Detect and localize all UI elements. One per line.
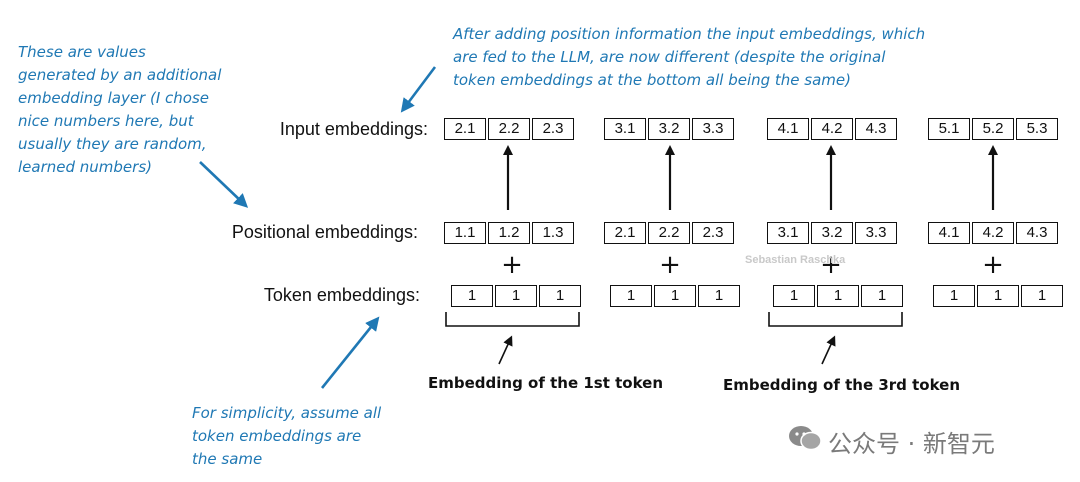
input-cell: 2.3 — [532, 118, 574, 140]
input-cell: 3.3 — [692, 118, 734, 140]
input-cell: 3.2 — [648, 118, 690, 140]
row-label-positional: Positional embeddings: — [231, 222, 418, 242]
input-cell: 4.2 — [811, 118, 853, 140]
positional-cell: 3.2 — [811, 222, 853, 244]
input-cell: 2.2 — [488, 118, 530, 140]
plus-sign: + — [501, 250, 523, 280]
plus-sign: + — [982, 250, 1004, 280]
note-line: These are values — [18, 43, 146, 61]
wechat-icon — [789, 426, 822, 451]
positional-cell: 1.1 — [444, 222, 486, 244]
positional-cell: 3.3 — [855, 222, 897, 244]
plus-sign: + — [820, 250, 842, 280]
note-line: generated by an additional — [18, 66, 222, 84]
author-watermark: Sebastian Raschka — [745, 254, 846, 266]
note-left: These are values generated by an additio… — [18, 41, 221, 179]
note-line: token embeddings are — [192, 427, 362, 445]
input-cell: 4.1 — [767, 118, 809, 140]
input-cell: 3.1 — [604, 118, 646, 140]
token-cell: 1 — [495, 285, 537, 307]
note-line: After adding position information the in… — [453, 25, 926, 43]
note-line: the same — [192, 450, 263, 468]
note-line: usually they are random, — [18, 135, 207, 153]
positional-cell: 3.1 — [767, 222, 809, 244]
caption-arrow-third — [821, 335, 836, 365]
input-cell: 5.2 — [972, 118, 1014, 140]
positional-cell: 1.2 — [488, 222, 530, 244]
token-cell: 1 — [977, 285, 1019, 307]
input-cell: 5.3 — [1016, 118, 1058, 140]
token-cell: 1 — [698, 285, 740, 307]
note-top-right: After adding position information the in… — [453, 23, 925, 92]
note-line: embedding layer (I chose — [18, 89, 210, 107]
token-cell: 1 — [451, 285, 493, 307]
annotation-arrow-top — [400, 66, 437, 113]
note-line: For simplicity, assume all — [192, 404, 382, 422]
positional-cell: 2.3 — [692, 222, 734, 244]
positional-cell: 4.1 — [928, 222, 970, 244]
note-bottom-left: For simplicity, assume all token embeddi… — [192, 402, 381, 471]
note-line: are fed to the LLM, are now different (d… — [453, 48, 886, 66]
note-line: token embeddings at the bottom all being… — [453, 71, 851, 89]
token-cell: 1 — [539, 285, 581, 307]
annotation-arrow-bottom — [320, 316, 380, 389]
positional-cell: 2.2 — [648, 222, 690, 244]
token-cell: 1 — [773, 285, 815, 307]
token-cell: 1 — [610, 285, 652, 307]
positional-cell: 4.2 — [972, 222, 1014, 244]
token-cell: 1 — [1021, 285, 1063, 307]
bracket-first-token — [445, 312, 580, 327]
row-label-input: Input embeddings: — [279, 119, 428, 139]
note-line: nice numbers here, but — [18, 112, 194, 130]
token-cell: 1 — [861, 285, 903, 307]
plus-sign: + — [659, 250, 681, 280]
token-cell: 1 — [933, 285, 975, 307]
input-cell: 5.1 — [928, 118, 970, 140]
token-cell: 1 — [654, 285, 696, 307]
account-watermark: 公众号 · 新智元 — [828, 430, 995, 458]
bracket-third-token — [768, 312, 903, 327]
caption-third-token: Embedding of the 3rd token — [723, 376, 961, 394]
positional-cell: 1.3 — [532, 222, 574, 244]
input-cell: 4.3 — [855, 118, 897, 140]
row-label-token: Token embeddings: — [263, 285, 420, 305]
input-cell: 2.1 — [444, 118, 486, 140]
positional-cell: 4.3 — [1016, 222, 1058, 244]
token-cell: 1 — [817, 285, 859, 307]
note-line: learned numbers) — [18, 158, 152, 176]
caption-arrow-first — [498, 335, 513, 365]
annotation-arrow-left — [199, 161, 249, 208]
caption-first-token: Embedding of the 1st token — [428, 374, 663, 392]
positional-cell: 2.1 — [604, 222, 646, 244]
